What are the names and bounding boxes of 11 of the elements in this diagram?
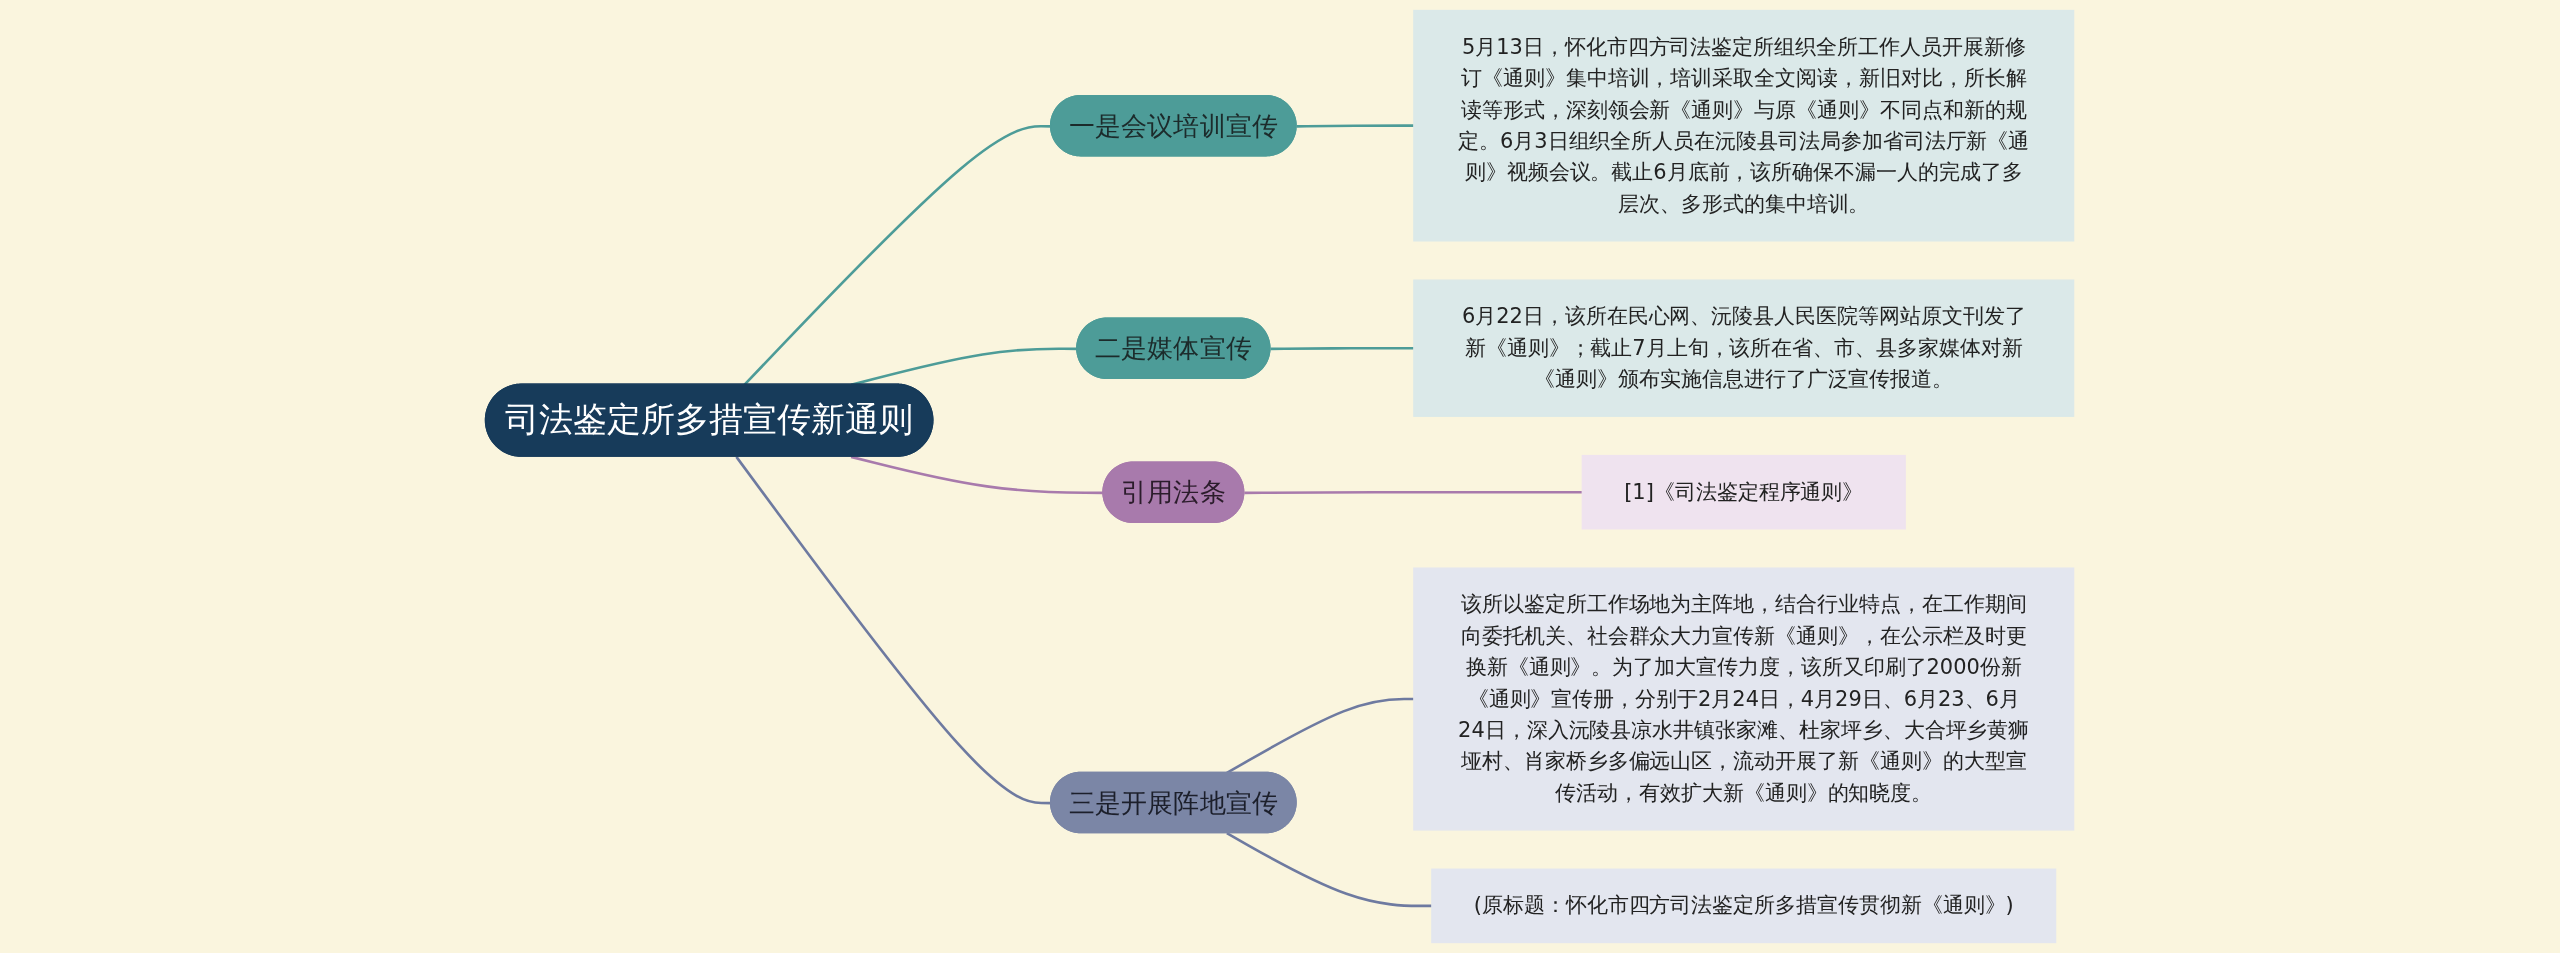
connector <box>1297 124 1415 128</box>
node-box: 该所以鉴定所工作场地为主阵地，结合行业特点，在工作期间向委托机关、社会群众大力宣传新《通则》，在公示栏及时更换新《通则》。为了加大宣传力度，该所又印刷了2000份新《通则》宣传册，分别于2月24日，4月29日、6月23、6月24日，深入沅陵县凉水井镇张家滩、杜家坪乡、大合坪乡黄狮垭村、肖家桥乡多偏远山区，流动开展了新《通则》的大型宣传活动，有效扩大新《通则》的知晓度。 <box>1413 567 2075 831</box>
node-box: [1]《司法鉴定程序通则》 <box>1582 454 1907 530</box>
node-box: 6月22日，该所在民心网、沅陵县人民医院等网站原文刊发了新《通则》；截止7月上旬，该所在省、市、县多家媒体对新《通则》颁布实施信息进行了广泛宣传报道。 <box>1413 279 2075 417</box>
connector <box>1270 346 1415 351</box>
connector <box>1244 490 1583 495</box>
connector <box>735 456 1052 805</box>
node-box: 5月13日，怀化市四方司法鉴定所组织全所工作人员开展新修订《通则》集中培训，培训采取全文阅读，新旧对比，所长解读等形式，深刻领会新《通则》与原《通则》不同点和新的规定。6月3日组织全所人员在沅陵县司法局参加省司法厅新《通则》视频会议。截止6月底前，该所确保不漏一人的完成了多层次、多形式的集中培训。 <box>1413 9 2075 242</box>
connector <box>1226 832 1433 908</box>
node-box: (原标题：怀化市四方司法鉴定所多措宣传贯彻新《通则》) <box>1431 868 2057 944</box>
connector <box>743 124 1052 386</box>
